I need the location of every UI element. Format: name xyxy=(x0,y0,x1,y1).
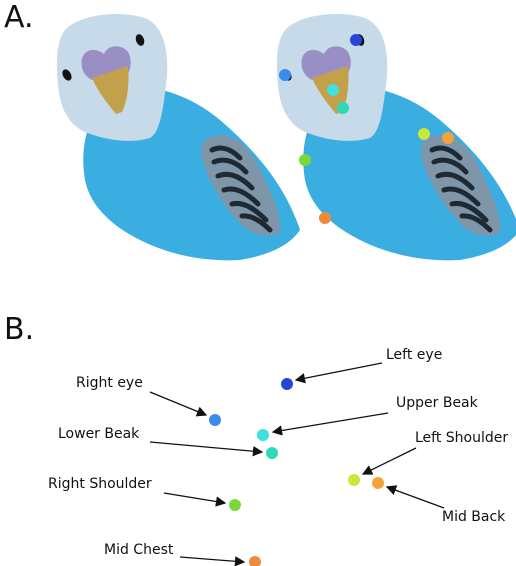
arrow-right-eye xyxy=(150,392,206,415)
legend-dot-mid-chest xyxy=(249,556,261,566)
arrow-left-shoulder xyxy=(363,448,416,474)
label-lower-beak: Lower Beak xyxy=(58,426,139,442)
bird-keypoint-mid-chest xyxy=(319,212,331,224)
label-mid-chest: Mid Chest xyxy=(104,542,173,558)
arrow-right-shoulder xyxy=(164,493,225,503)
legend-arrows xyxy=(150,363,444,562)
bird-keypoint-left-shoulder xyxy=(418,128,430,140)
label-upper-beak: Upper Beak xyxy=(396,395,478,411)
bird-keypoint-upper-beak xyxy=(327,84,339,96)
bird-keypoint-mid-back xyxy=(442,132,454,144)
bird-keypoint-right-shoulder xyxy=(299,154,311,166)
label-left-shoulder: Left Shoulder xyxy=(415,430,508,446)
bird-illustration-plain xyxy=(57,14,300,260)
label-right-eye: Right eye xyxy=(76,375,143,391)
legend-dots xyxy=(209,378,384,566)
legend-dot-upper-beak xyxy=(257,429,269,441)
bird-keypoint-right-eye xyxy=(279,69,291,81)
bird-illustration-annotated xyxy=(277,14,516,260)
legend-dot-right-shoulder xyxy=(229,499,241,511)
legend-dot-lower-beak xyxy=(266,447,278,459)
bird-keypoint-left-eye xyxy=(350,34,362,46)
legend-dot-mid-back xyxy=(372,477,384,489)
bird-keypoint-lower-beak xyxy=(337,102,349,114)
label-left-eye: Left eye xyxy=(386,347,442,363)
arrow-left-eye xyxy=(296,363,382,380)
arrow-lower-beak xyxy=(150,442,262,452)
label-mid-back: Mid Back xyxy=(442,509,505,525)
legend-dot-left-eye xyxy=(281,378,293,390)
legend-dot-left-shoulder xyxy=(348,474,360,486)
legend-dot-right-eye xyxy=(209,414,221,426)
arrow-upper-beak xyxy=(273,413,388,432)
arrow-mid-chest xyxy=(180,557,244,562)
arrow-mid-back xyxy=(387,487,444,508)
label-right-shoulder: Right Shoulder xyxy=(48,476,152,492)
